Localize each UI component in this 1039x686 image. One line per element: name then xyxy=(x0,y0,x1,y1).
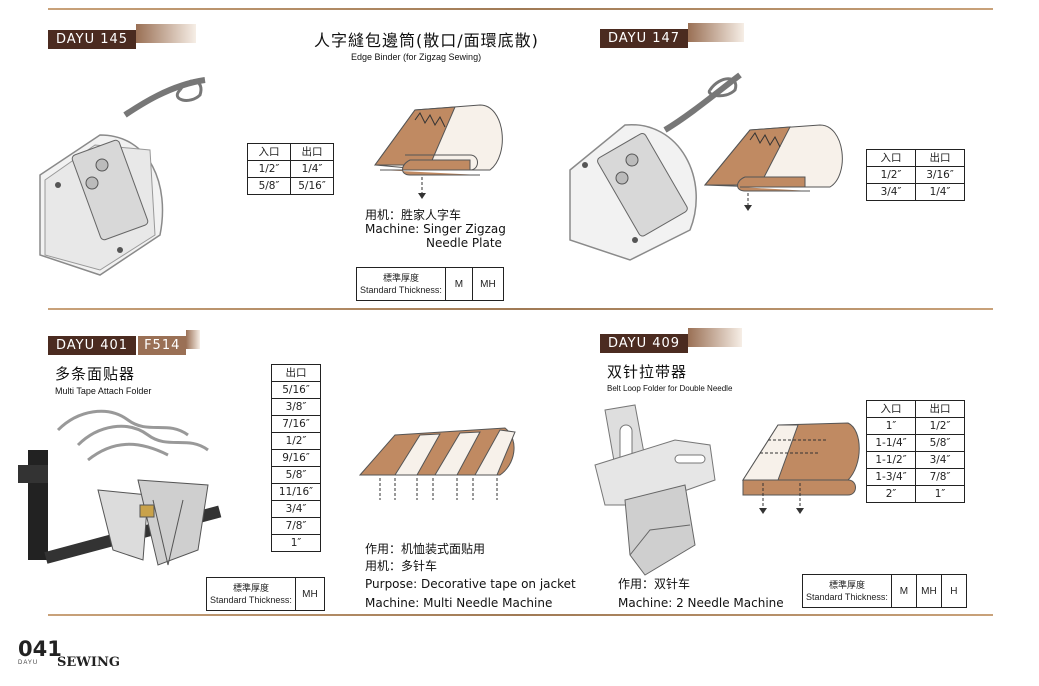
size-cell: 3/8″ xyxy=(271,398,321,416)
machine-cn-401: 用机：多针车 xyxy=(365,559,438,573)
size-cell: 5/8″ xyxy=(247,177,291,195)
size-cell: 1/4″ xyxy=(290,160,334,178)
size-cell: 1″ xyxy=(866,417,916,435)
thickness-label-cn: 標準厚度 xyxy=(232,583,269,593)
size-header-in: 入口 xyxy=(247,143,291,161)
multi-tape-folder-image xyxy=(18,409,222,566)
fabric-diagram-145 xyxy=(374,104,503,199)
product-title-cn: 人字縫包邊筒(散口/面環底散) xyxy=(314,31,539,50)
size-table-145: 入口 出口 1/2″ 1/4″ 5/8″ 5/16″ xyxy=(247,143,334,195)
size-cell: 1/2″ xyxy=(247,160,291,178)
machine-en-145-2: Needle Plate xyxy=(426,236,502,250)
size-cell: 1/2″ xyxy=(866,166,916,184)
belt-loop-folder-image xyxy=(594,404,716,576)
size-cell: 9/16″ xyxy=(271,449,321,467)
thickness-value: MH xyxy=(915,574,942,608)
thickness-table-401: 標準厚度 Standard Thickness: MH xyxy=(206,577,325,611)
size-cell: 5/8″ xyxy=(271,466,321,484)
thickness-table-145: 標準厚度 Standard Thickness: M MH xyxy=(356,267,504,301)
thickness-value: M xyxy=(890,574,917,608)
purpose-cn-401: 作用：机恤装式面贴用 xyxy=(365,542,486,556)
size-cell: 11/16″ xyxy=(271,483,321,501)
size-cell: 7/16″ xyxy=(271,415,321,433)
thickness-value: H xyxy=(940,574,967,608)
size-cell: 3/16″ xyxy=(915,166,965,184)
size-table-401: 出口 5/16″ 3/8″ 7/16″ 1/2″ 9/16″ 5/8″ 11/1… xyxy=(271,364,321,552)
thickness-value: M xyxy=(444,267,473,301)
size-cell: 1/2″ xyxy=(271,432,321,450)
size-header-out: 出口 xyxy=(271,364,321,382)
model-badge-145: DAYU 145 xyxy=(48,24,197,49)
top-rule xyxy=(48,8,993,10)
thickness-label: 標準厚度 Standard Thickness: xyxy=(206,577,296,611)
size-header-out: 出口 xyxy=(915,149,965,167)
thickness-label-cn: 標準厚度 xyxy=(382,273,419,283)
fabric-diagram-409 xyxy=(742,422,860,514)
size-cell: 7/8″ xyxy=(271,517,321,535)
size-cell: 1/2″ xyxy=(915,417,965,435)
size-table-409: 入口 出口 1″1/2″ 1-1/4″5/8″ 1-1/2″3/4″ 1-3/4… xyxy=(866,400,965,503)
size-cell: 1″ xyxy=(915,485,965,503)
thickness-label-en: Standard Thickness: xyxy=(360,285,442,295)
machine-cn-145: 用机：胜家人字车 xyxy=(365,208,462,222)
brand-small: DAYU xyxy=(18,660,39,666)
model-label: DAYU 401 xyxy=(48,336,137,355)
size-header-out: 出口 xyxy=(290,143,334,161)
bottom-rule xyxy=(48,614,993,616)
size-cell: 3/4″ xyxy=(271,500,321,518)
product-title-cn: 双针拉带器 xyxy=(607,363,688,381)
model-label: DAYU 147 xyxy=(600,29,689,48)
fabric-diagram-401 xyxy=(358,427,516,500)
brand-name: SEWING xyxy=(57,655,120,670)
size-cell: 2″ xyxy=(866,485,916,503)
machine-en-145: Machine: Singer Zigzag xyxy=(365,222,506,236)
edge-binder-145-image xyxy=(39,77,206,276)
size-cell: 1/4″ xyxy=(915,183,965,201)
size-cell: 5/8″ xyxy=(915,434,965,452)
size-cell: 7/8″ xyxy=(915,468,965,486)
thickness-value: MH xyxy=(471,267,504,301)
size-header-out: 出口 xyxy=(915,400,965,418)
edge-binder-147-image xyxy=(569,72,742,261)
machine-en-409: Machine: 2 Needle Machine xyxy=(618,596,784,610)
size-cell: 5/16″ xyxy=(290,177,334,195)
size-cell: 1″ xyxy=(271,534,321,552)
thickness-label: 標準厚度 Standard Thickness: xyxy=(356,267,446,301)
model-label: DAYU 145 xyxy=(48,30,137,49)
thickness-label: 標準厚度 Standard Thickness: xyxy=(802,574,892,608)
size-cell: 1-3/4″ xyxy=(866,468,916,486)
middle-rule xyxy=(48,308,993,310)
purpose-cn-409: 作用：双针车 xyxy=(618,577,691,591)
size-cell: 1-1/4″ xyxy=(866,434,916,452)
model-badge-409: DAYU 409 xyxy=(600,328,743,353)
product-title-en: Belt Loop Folder for Double Needle xyxy=(607,384,733,393)
size-header-in: 入口 xyxy=(866,149,916,167)
product-title-en: Edge Binder (for Zigzag Sewing) xyxy=(351,52,482,62)
model-sub-label: F514 xyxy=(138,336,187,355)
size-cell: 1-1/2″ xyxy=(866,451,916,469)
size-cell: 5/16″ xyxy=(271,381,321,399)
thickness-label-en: Standard Thickness: xyxy=(210,595,292,605)
model-label: DAYU 409 xyxy=(600,334,689,353)
thickness-label-cn: 標準厚度 xyxy=(828,580,865,590)
page-number: 041 xyxy=(18,637,62,661)
size-cell: 3/4″ xyxy=(915,451,965,469)
thickness-table-409: 標準厚度 Standard Thickness: M MH H xyxy=(802,574,967,608)
purpose-en-401: Purpose: Decorative tape on jacket xyxy=(365,577,576,591)
product-title-en: Multi Tape Attach Folder xyxy=(55,386,152,396)
size-cell: 3/4″ xyxy=(866,183,916,201)
model-badge-147: DAYU 147 xyxy=(600,23,745,48)
thickness-label-en: Standard Thickness: xyxy=(806,592,888,602)
size-table-147: 入口 出口 1/2″ 3/16″ 3/4″ 1/4″ xyxy=(866,149,965,201)
fabric-diagram-147 xyxy=(703,124,843,211)
product-title-cn: 多条面贴器 xyxy=(55,365,136,383)
size-header-in: 入口 xyxy=(866,400,916,418)
thickness-value: MH xyxy=(294,577,325,611)
machine-en-401: Machine: Multi Needle Machine xyxy=(365,596,553,610)
